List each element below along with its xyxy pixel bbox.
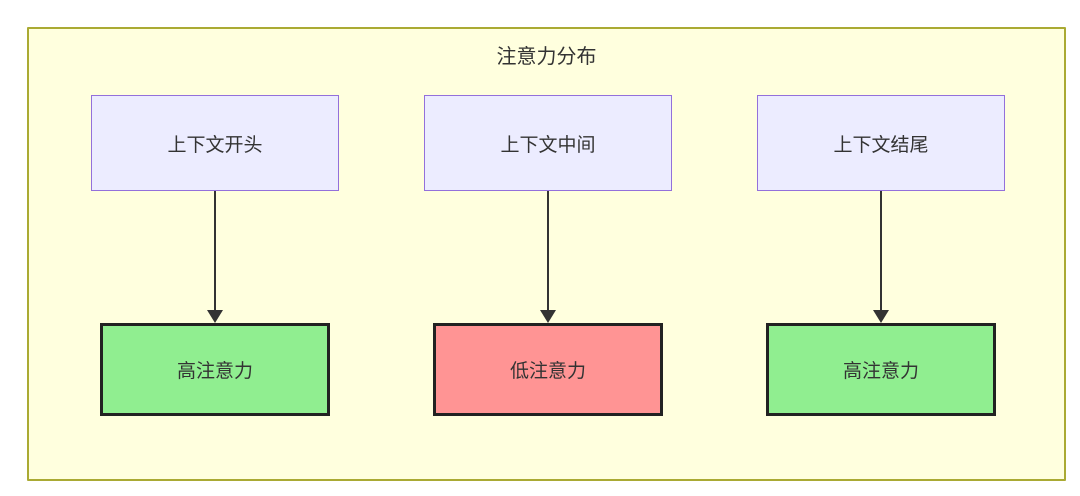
node-context-end: 上下文结尾 <box>757 95 1005 191</box>
down-arrow-icon <box>873 191 889 323</box>
node-context-start: 上下文开头 <box>91 95 339 191</box>
node-high-attention-1: 高注意力 <box>100 323 330 416</box>
attention-distribution-container: 注意力分布 上下文开头 高注意力 上下文中间 低注意力 上下文结尾 <box>27 27 1066 481</box>
down-arrow-icon <box>540 191 556 323</box>
columns-row: 上下文开头 高注意力 上下文中间 低注意力 上下文结尾 <box>91 95 1005 416</box>
column-context-start: 上下文开头 高注意力 <box>91 95 339 416</box>
column-context-middle: 上下文中间 低注意力 <box>424 95 672 416</box>
down-arrow-icon <box>207 191 223 323</box>
arrow-line <box>214 191 216 311</box>
arrow-line <box>880 191 882 311</box>
node-low-attention: 低注意力 <box>433 323 663 416</box>
diagram-title: 注意力分布 <box>496 46 597 68</box>
arrow-head-icon <box>540 310 556 323</box>
arrow-head-icon <box>207 310 223 323</box>
node-context-middle: 上下文中间 <box>424 95 672 191</box>
column-context-end: 上下文结尾 高注意力 <box>757 95 1005 416</box>
node-high-attention-2: 高注意力 <box>766 323 996 416</box>
arrow-head-icon <box>873 310 889 323</box>
arrow-line <box>547 191 549 311</box>
